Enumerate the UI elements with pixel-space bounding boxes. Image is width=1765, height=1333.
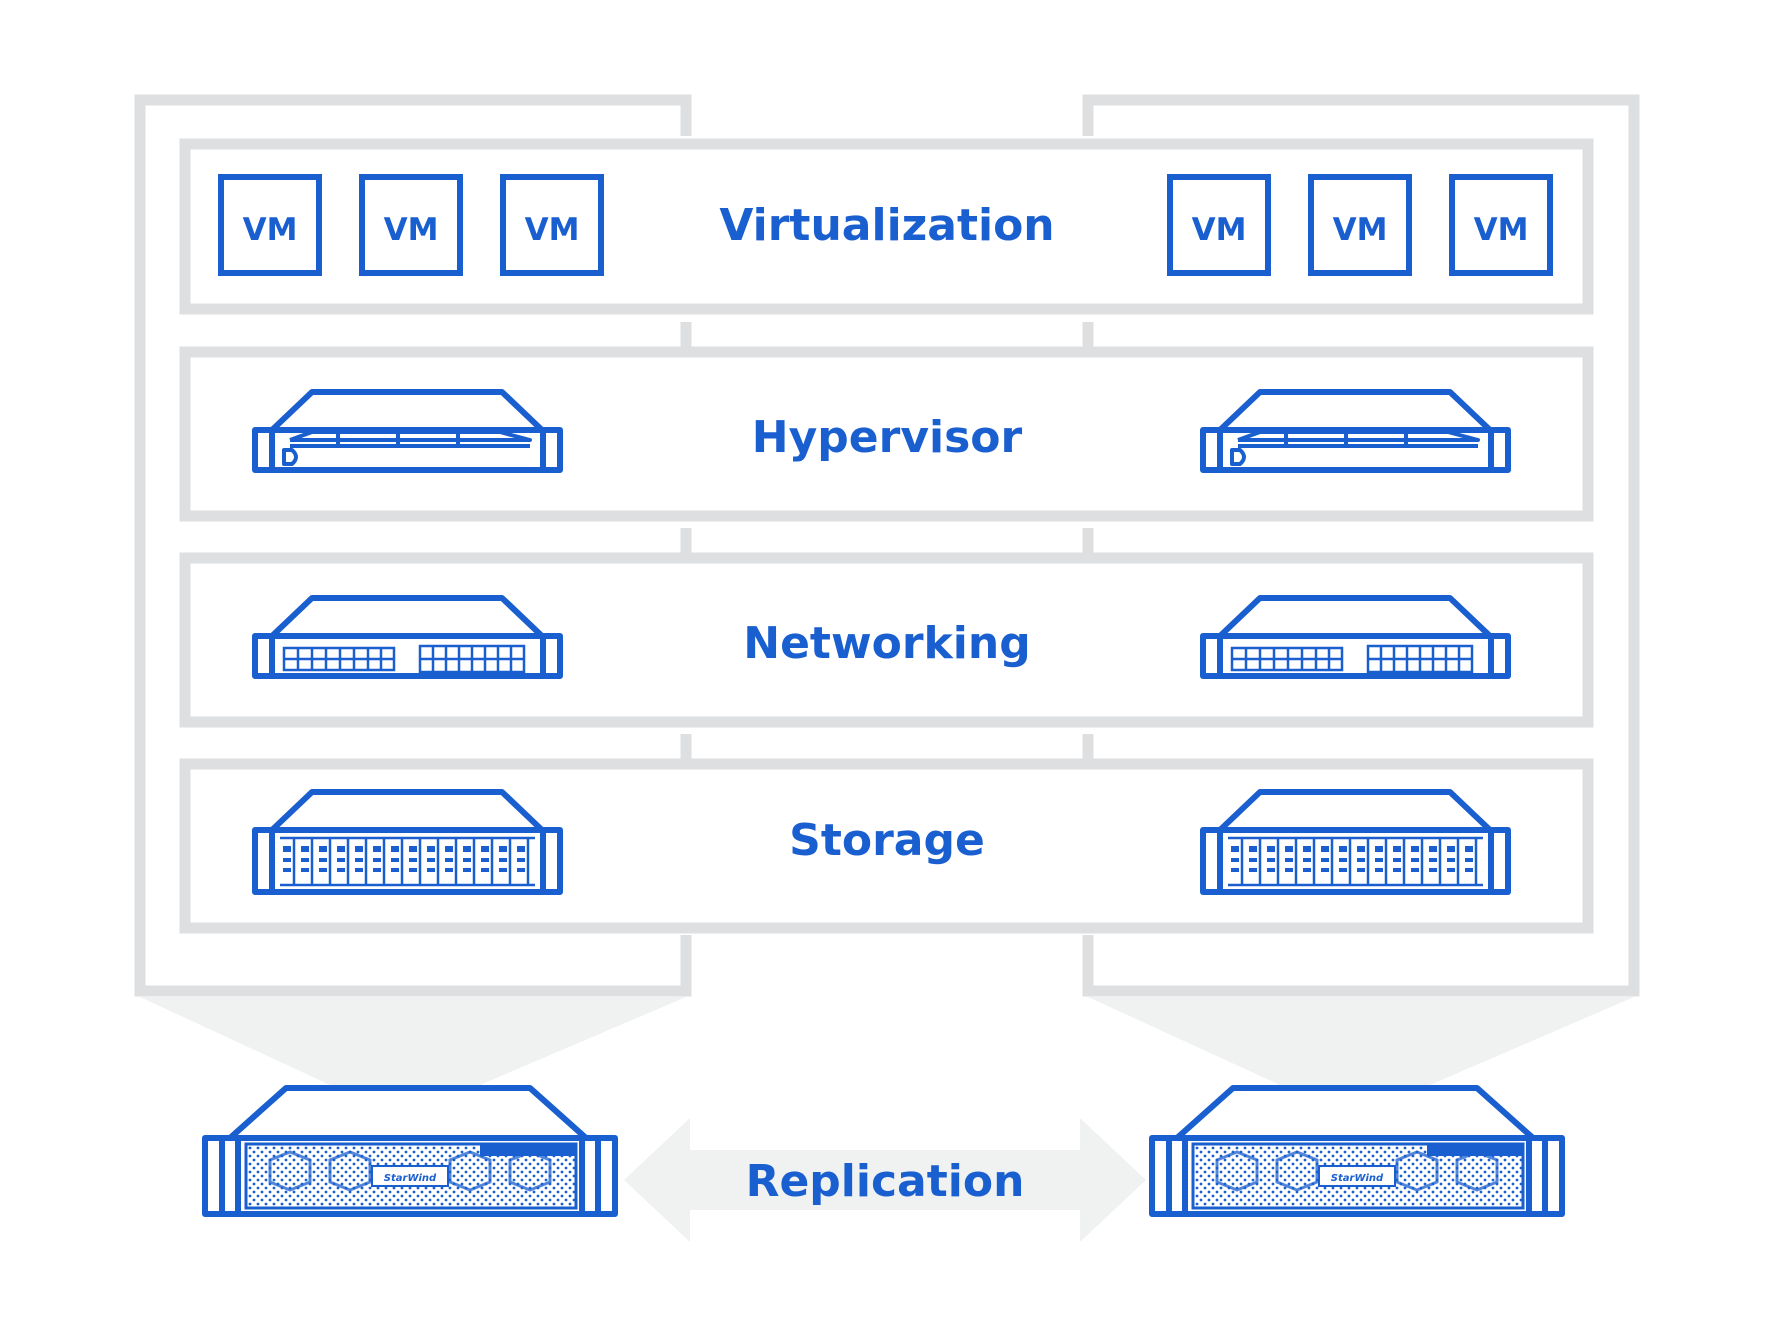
vm-group-left [218,174,604,276]
right-funnel-shadow [1088,997,1634,1085]
storage-appliance-icon [1152,1088,1562,1214]
vm-label: VM [384,212,439,248]
right-node-frame [1082,94,1640,997]
layer-label-storage: Storage [789,815,985,866]
layer-label-virtualization: Virtualization [719,200,1054,251]
layer-bar-networking [179,552,1594,728]
vm-box [1308,174,1412,276]
left-funnel-shadow [140,997,686,1085]
double-arrow-icon [624,1118,1146,1242]
storage-appliance-icon [205,1088,615,1214]
vm-box [500,174,604,276]
vm-label: VM [1333,212,1388,248]
replication-label: Replication [746,1156,1025,1207]
vm-label: VM [1474,212,1529,248]
vm-box [359,174,463,276]
layer-label-hypervisor: Hypervisor [752,412,1023,463]
vm-box [1449,174,1553,276]
left-node-frame [134,94,692,997]
vm-box [1167,174,1271,276]
layer-bar-virtualization [179,138,1594,315]
layer-bars [179,138,1594,934]
vm-label: VM [1192,212,1247,248]
layer-label-networking: Networking [743,618,1030,669]
vm-box [218,174,322,276]
appliance-brand-label: StarWind [384,1173,437,1184]
vm-group-right [1167,174,1553,276]
vm-label: VM [525,212,580,248]
appliance-brand-label: StarWind [1331,1173,1384,1184]
vm-label: VM [243,212,298,248]
